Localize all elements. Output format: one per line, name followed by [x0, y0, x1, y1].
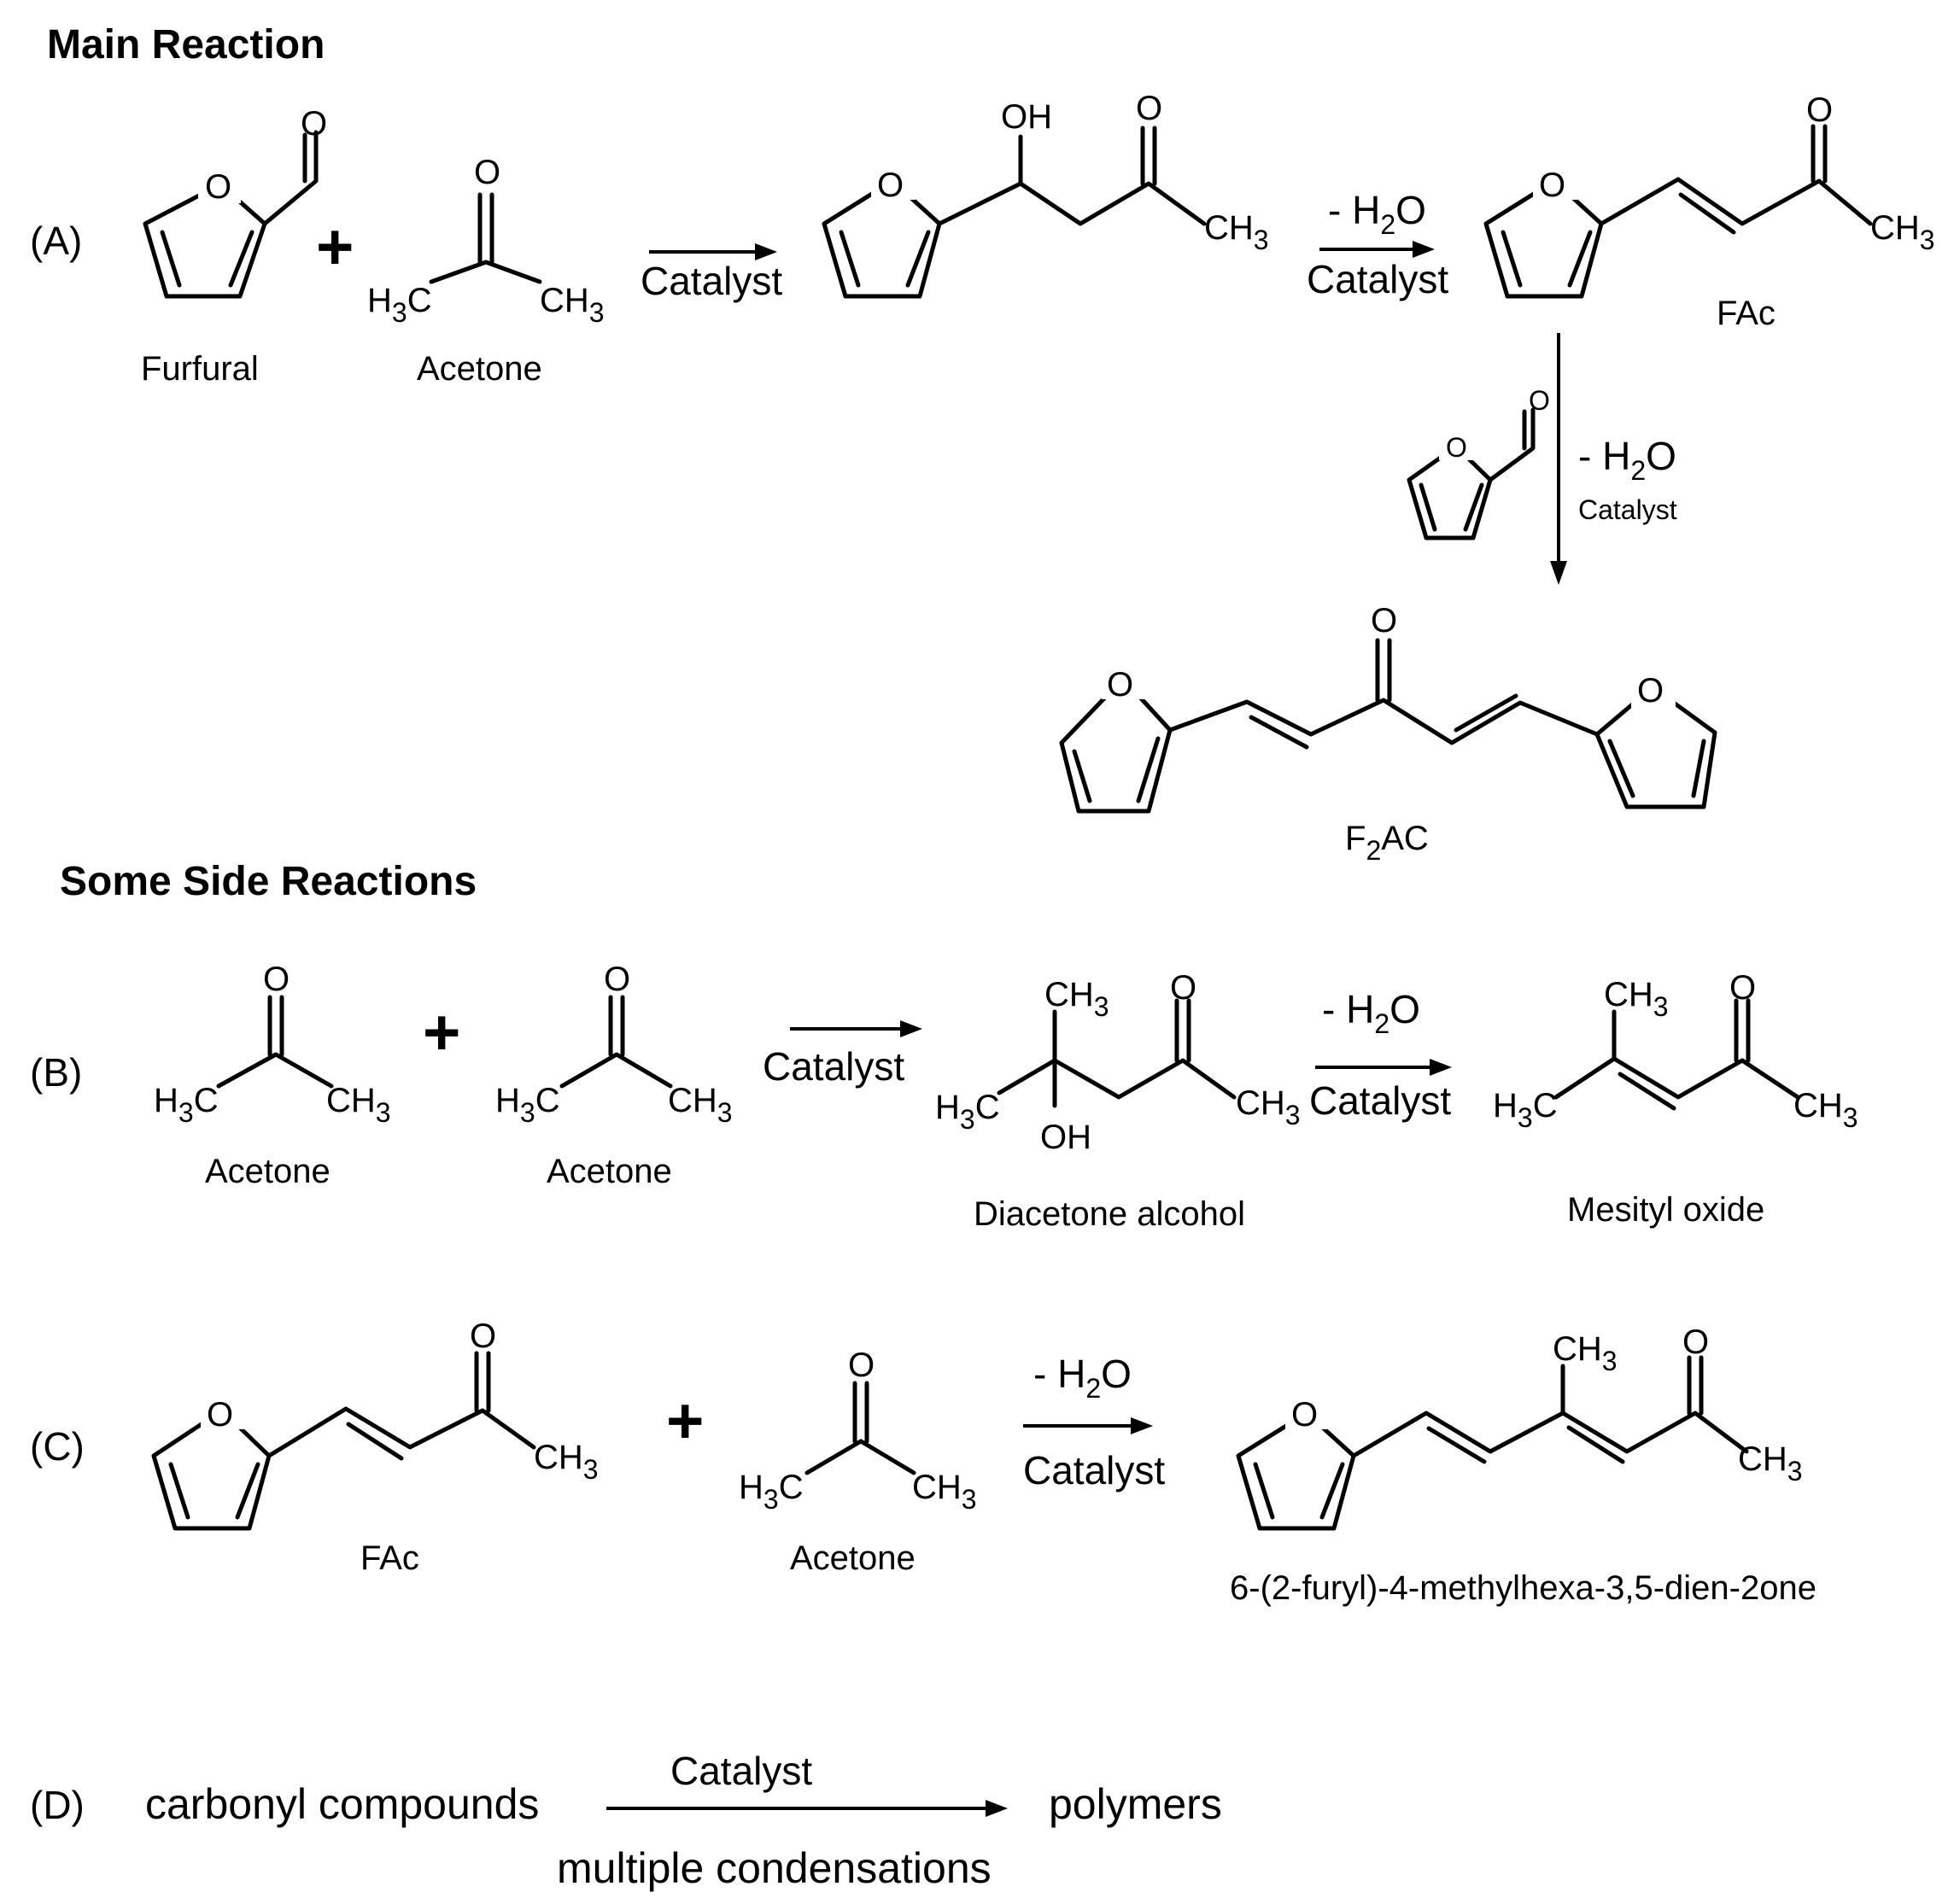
arrow-a2	[1319, 241, 1435, 258]
label-carbonyl-compounds: carbonyl compounds	[145, 1780, 539, 1828]
label-polymers: polymers	[1049, 1780, 1222, 1828]
condition-catalyst-b2: Catalyst	[1309, 1078, 1451, 1123]
plus-sign-a: +	[316, 211, 354, 283]
condition-catalyst-a1: Catalyst	[641, 259, 782, 303]
arrow-d	[606, 1800, 1008, 1817]
svg-text:O: O	[1539, 166, 1565, 204]
label-acetone-b2: Acetone	[547, 1153, 672, 1190]
svg-text:OH: OH	[1040, 1118, 1091, 1156]
label-fac-c: FAc	[360, 1539, 419, 1577]
label-diacetone-alcohol: Diacetone alcohol	[974, 1195, 1245, 1233]
plus-sign-c: +	[666, 1385, 704, 1457]
condition-multiple-condensations: multiple condensations	[557, 1844, 992, 1892]
condition-water-a2: - H2O	[1328, 188, 1426, 240]
aldol-adduct-structure: O OH O	[822, 90, 1269, 299]
label-acetone-a: Acetone	[417, 350, 542, 388]
label-mesityl-oxide: Mesityl oxide	[1567, 1191, 1764, 1229]
svg-text:O: O	[1446, 432, 1467, 463]
label-reaction-b: (B)	[30, 1050, 82, 1095]
acetone-structure-a: O	[367, 154, 605, 328]
furfural-ring-oxygen: O	[205, 168, 231, 206]
arrow-a1	[649, 243, 777, 260]
svg-text:O: O	[1682, 1323, 1709, 1361]
acetone-structure-b1: O	[154, 961, 391, 1128]
label-reaction-a: (A)	[30, 219, 82, 263]
condition-water-b2: - H2O	[1322, 987, 1420, 1039]
condition-water-c: - H2O	[1033, 1352, 1132, 1404]
condition-catalyst-a2: Catalyst	[1307, 257, 1448, 301]
svg-text:O: O	[848, 1346, 875, 1384]
acetone-structure-b2: O	[495, 961, 733, 1128]
label-acetone-c: Acetone	[790, 1539, 916, 1577]
diacetone-alcohol-structure: O OH	[935, 969, 1301, 1156]
svg-text:O: O	[1806, 91, 1833, 129]
label-acetone-b1: Acetone	[205, 1153, 331, 1190]
svg-text:O: O	[604, 961, 630, 998]
condition-catalyst-d: Catalyst	[670, 1749, 812, 1793]
condition-catalyst-b1: Catalyst	[763, 1044, 904, 1089]
condition-catalyst-a3: Catalyst	[1578, 494, 1677, 525]
label-reaction-c: (C)	[30, 1424, 85, 1469]
f2ac-structure: O O O	[1059, 602, 1717, 814]
svg-text:OH: OH	[1001, 98, 1052, 136]
arrow-b2	[1315, 1059, 1452, 1076]
svg-text:O: O	[1371, 602, 1397, 640]
arrow-a3	[1550, 333, 1567, 585]
dienone-structure: O O	[1236, 1323, 1803, 1531]
svg-text:O: O	[1107, 666, 1133, 704]
fac-structure-c: O O	[151, 1317, 599, 1531]
svg-text:O: O	[1637, 672, 1664, 710]
furfural-structure: O O	[143, 105, 327, 299]
mesityl-oxide-structure: O	[1493, 969, 1858, 1133]
fac-structure-a: O O	[1483, 91, 1935, 299]
label-dienone: 6-(2-furyl)-4-methylhexa-3,5-dien-2one	[1230, 1569, 1817, 1607]
label-fac-a: FAc	[1717, 295, 1776, 332]
label-furfural: Furfural	[141, 350, 259, 388]
svg-text:O: O	[263, 961, 290, 998]
svg-text:O: O	[1729, 969, 1756, 1007]
label-f2ac: F2AC	[1345, 820, 1429, 866]
svg-text:O: O	[474, 154, 500, 191]
acetone-structure-c: O	[739, 1346, 977, 1515]
svg-text:O: O	[877, 166, 904, 204]
svg-text:O: O	[1136, 90, 1162, 127]
svg-text:O: O	[470, 1317, 496, 1355]
svg-text:O: O	[207, 1396, 233, 1434]
arrow-c	[1023, 1417, 1153, 1434]
furfural-carbonyl-oxygen: O	[301, 105, 327, 143]
svg-text:O: O	[1170, 969, 1196, 1007]
label-reaction-d: (D)	[30, 1783, 85, 1827]
condition-catalyst-c: Catalyst	[1023, 1448, 1165, 1492]
condition-water-a3: - H2O	[1578, 434, 1676, 486]
heading-side-reactions: Some Side Reactions	[60, 859, 477, 904]
svg-text:O: O	[1291, 1396, 1318, 1434]
furfural-reagent-structure: O O	[1407, 385, 1550, 540]
arrow-b1	[790, 1020, 922, 1037]
plus-sign-b: +	[423, 996, 460, 1069]
svg-text:O: O	[1529, 385, 1550, 416]
heading-main-reaction: Main Reaction	[47, 22, 325, 67]
